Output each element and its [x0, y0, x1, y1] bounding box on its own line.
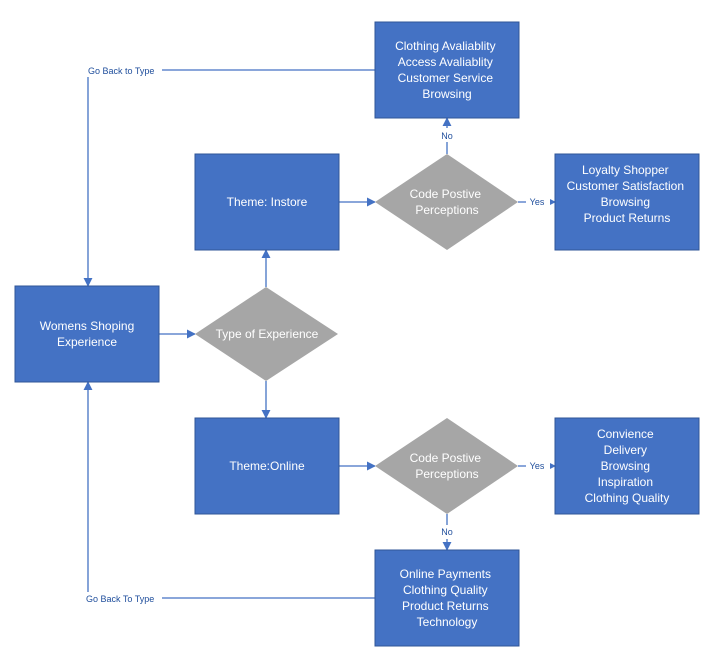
node-theme-instore: Theme: Instore	[194, 153, 340, 251]
svg-text:Type of Experience: Type of Experience	[216, 327, 319, 341]
node-type-of-experience: Type of Experience	[195, 287, 338, 381]
label-go-back-top: Go Back to Type	[88, 66, 154, 76]
node-instore-no-box: Clothing Avaliablity Access Avaliablity …	[374, 21, 520, 119]
node-theme-online: Theme:Online	[194, 417, 340, 515]
node-online-yes-box: Convience Delivery Browsing Inspiration …	[554, 417, 700, 515]
svg-text:Clothing Avaliablity Acc: Clothing Avaliablity Access Avaliablity …	[395, 39, 499, 101]
node-online-no-box: Online Payments Clothing Quality Product…	[374, 549, 520, 647]
svg-text:Theme: Instore: Theme: Instore	[227, 195, 308, 209]
svg-text:Code Postive Perceptions: Code Postive Perceptions	[410, 451, 485, 481]
svg-text:Online Payments Clothing: Online Payments Clothing Quality Product…	[400, 567, 495, 629]
label-go-back-bottom: Go Back To Type	[86, 594, 154, 604]
svg-text:Code Postive Perceptions: Code Postive Perceptions	[410, 187, 485, 217]
label-online-yes: Yes	[530, 461, 545, 471]
svg-text:Loyalty Shopper Customer: Loyalty Shopper Customer Satisfaction Br…	[567, 163, 688, 225]
node-code-positive-instore: Code Postive Perceptions	[375, 154, 518, 250]
label-instore-no: No	[441, 131, 453, 141]
svg-text:Convience Delivery: Convience Delivery Browsing Inspiration …	[585, 427, 670, 505]
label-instore-yes: Yes	[530, 197, 545, 207]
label-online-no: No	[441, 527, 453, 537]
node-instore-yes-box: Loyalty Shopper Customer Satisfaction Br…	[554, 153, 700, 251]
node-code-positive-online: Code Postive Perceptions	[375, 418, 518, 514]
svg-text:Theme:Online: Theme:Online	[229, 459, 305, 473]
